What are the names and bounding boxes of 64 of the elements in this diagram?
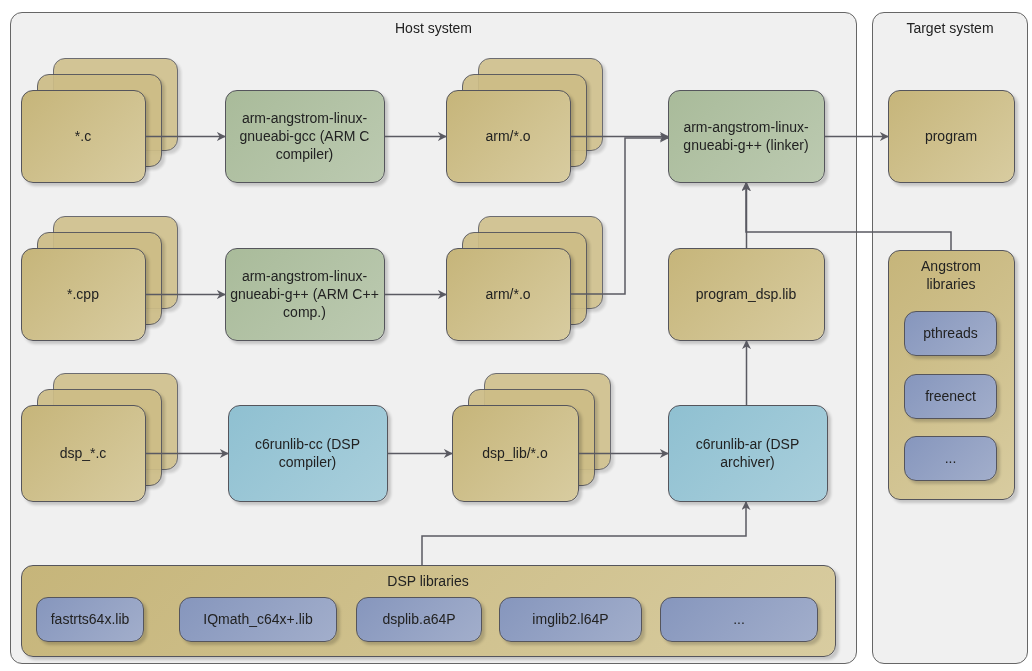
node-label: dsp_lib/*.o — [482, 443, 548, 463]
library-box — [660, 597, 818, 642]
compiler-box — [224, 89, 385, 183]
program-box — [887, 89, 1015, 183]
compiler-box — [224, 247, 385, 341]
library-group-panel — [20, 564, 836, 657]
file-stack-card — [20, 404, 146, 502]
node-label: dsplib.a64P — [382, 610, 456, 629]
arrow — [384, 132, 447, 141]
node-label: *.cpp — [67, 284, 99, 304]
library-group-panel — [887, 249, 1015, 500]
panel-title: Target system — [905, 19, 995, 38]
panel-title: DSP libraries — [386, 571, 470, 590]
arrow — [741, 182, 952, 251]
library-box — [179, 597, 337, 642]
node-label: dsp_*.c — [59, 443, 107, 463]
arrow — [824, 132, 889, 141]
arrow — [145, 132, 226, 141]
node-label: imglib2.l64P — [532, 610, 609, 629]
node-label: *.c — [74, 126, 92, 146]
node-label: c6runlib-ar (DSP archiver) — [694, 434, 801, 472]
panel-title: Angstrom libraries — [920, 256, 982, 293]
library-box — [499, 597, 642, 642]
node-label: arm/*.o — [485, 126, 531, 146]
arrow — [421, 501, 751, 566]
library-box — [356, 597, 482, 642]
arrow — [145, 290, 226, 299]
node-label: arm-angstrom-linux-gnueabi-g++ (ARM C++ comp.) — [229, 266, 380, 322]
node-label: pthreads — [923, 324, 978, 343]
arrow — [570, 133, 669, 295]
file-stack-card — [20, 89, 146, 183]
linker-box — [667, 89, 825, 183]
file-stack-card — [451, 404, 579, 502]
library-box — [36, 597, 144, 642]
archiver-box — [667, 404, 828, 502]
arrow — [742, 182, 751, 249]
node-label: program — [924, 126, 978, 146]
file-stack-card — [445, 89, 571, 183]
node-label: arm-angstrom-linux-gnueabi-gcc (ARM C compiler) — [238, 108, 371, 164]
arrow — [742, 340, 751, 406]
compiler-box — [227, 404, 388, 502]
file-stack-card — [445, 247, 571, 341]
system-panel — [10, 12, 857, 664]
file-stack-card — [20, 247, 146, 341]
system-panel — [872, 12, 1028, 664]
node-label: ... — [733, 610, 745, 629]
arrow — [570, 132, 669, 141]
node-label: arm-angstrom-linux-gnueabi-g++ (linker) — [682, 117, 810, 155]
node-label: IQmath_c64x+.lib — [203, 610, 313, 629]
node-label: ... — [944, 449, 957, 468]
arrow — [387, 449, 453, 458]
arrow — [145, 449, 229, 458]
node-label: c6runlib-cc (DSP compiler) — [254, 434, 361, 472]
node-label: freenect — [925, 387, 976, 406]
node-label: arm/*.o — [485, 284, 531, 304]
arrow — [578, 449, 669, 458]
arrow — [384, 290, 447, 299]
node-label: fastrts64x.lib — [50, 610, 130, 629]
library-box — [904, 311, 997, 356]
library-file-box — [667, 247, 825, 341]
panel-title: Host system — [394, 19, 473, 38]
library-box — [904, 436, 997, 481]
node-label: program_dsp.lib — [695, 284, 797, 304]
library-box — [904, 374, 997, 419]
